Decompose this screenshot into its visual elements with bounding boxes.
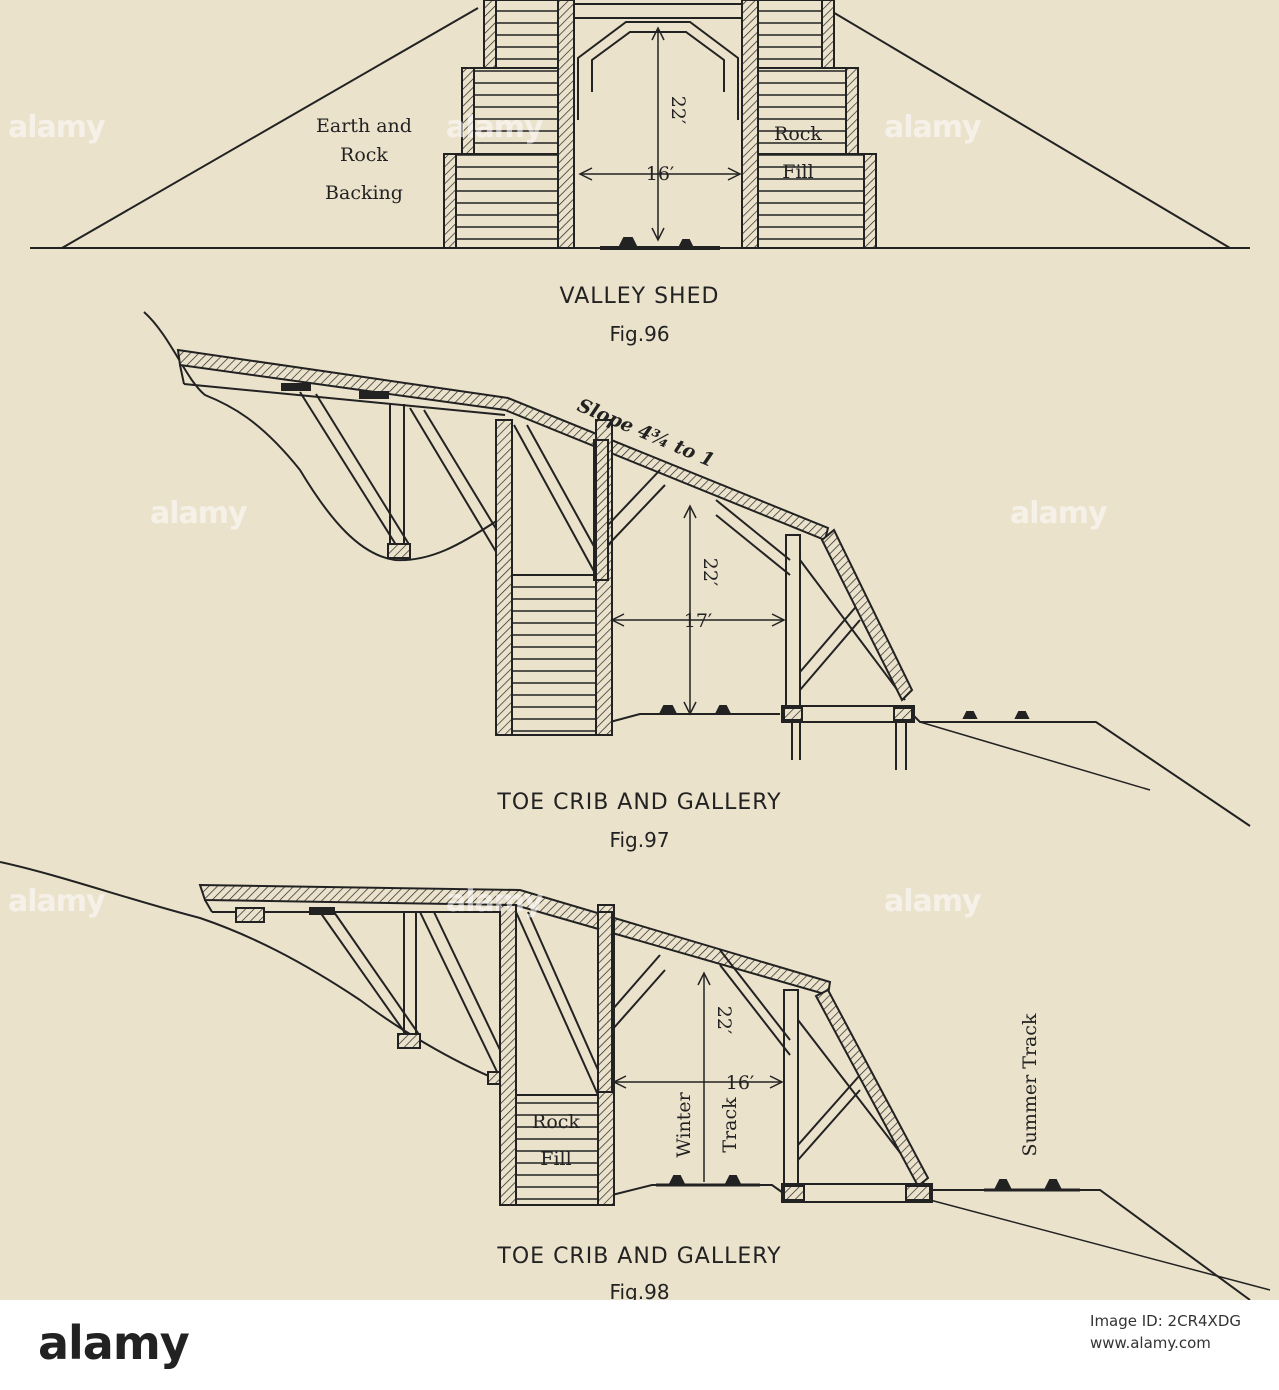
label-rock-fill-1: Rock xyxy=(774,123,822,145)
toe-crib-gallery-97-drawing xyxy=(143,311,1251,827)
dimension-height-97: 22′ xyxy=(699,558,721,587)
dimension-height-96: 22′ xyxy=(667,96,689,125)
label-rock-fill-98-2: Fill xyxy=(540,1148,571,1170)
caption-title-96: VALLEY SHED xyxy=(559,284,720,309)
watermark-logo: alamy xyxy=(8,884,106,919)
label-summer-track: Summer Track xyxy=(1019,1013,1041,1156)
label-earth-rock-backing-2: Rock xyxy=(340,144,388,166)
site-url[interactable]: www.alamy.com xyxy=(1090,1334,1211,1352)
stock-footer: alamy Image ID: 2CR4XDG www.alamy.com xyxy=(0,1300,1279,1390)
caption-fig-96: Fig.96 xyxy=(609,322,670,346)
label-rock-fill-2: Fill xyxy=(782,161,813,183)
watermark-logo: alamy xyxy=(8,110,106,145)
caption-title-97: TOE CRIB AND GALLERY xyxy=(497,790,782,815)
watermark-logo: alamy xyxy=(446,884,544,919)
caption-title-98: TOE CRIB AND GALLERY xyxy=(497,1244,782,1269)
watermark-logo: alamy xyxy=(1010,496,1108,531)
caption-fig-97: Fig.97 xyxy=(609,828,670,852)
watermark-logo: alamy xyxy=(884,110,982,145)
watermark-logo: alamy xyxy=(884,884,982,919)
toe-crib-gallery-98-drawing xyxy=(0,861,1271,1300)
image-id: Image ID: 2CR4XDG xyxy=(1090,1312,1241,1330)
valley-shed-drawing xyxy=(30,0,1250,250)
watermark-logo: alamy xyxy=(150,496,248,531)
dimension-width-96: 16′ xyxy=(646,163,675,185)
label-rock-fill-98-1: Rock xyxy=(532,1111,580,1133)
label-winter-track-2: Track xyxy=(719,1097,741,1153)
dimension-width-97: 17′ xyxy=(684,610,713,632)
dimension-height-98: 22′ xyxy=(713,1006,735,1035)
engineering-drawings: Earth and Rock Backing Rock Fill 22′ 16′… xyxy=(0,0,1271,1300)
label-earth-rock-backing-1: Earth and xyxy=(316,115,412,137)
label-winter-track-1: Winter xyxy=(673,1091,695,1157)
label-earth-rock-backing-3: Backing xyxy=(325,182,403,204)
drawing-plate: Earth and Rock Backing Rock Fill 22′ 16′… xyxy=(0,0,1271,1304)
dimension-width-98: 16′ xyxy=(726,1072,755,1094)
brand-logo[interactable]: alamy xyxy=(38,1316,190,1370)
watermark-logo: alamy xyxy=(446,110,544,145)
image-info: Image ID: 2CR4XDG www.alamy.com xyxy=(1090,1310,1241,1354)
